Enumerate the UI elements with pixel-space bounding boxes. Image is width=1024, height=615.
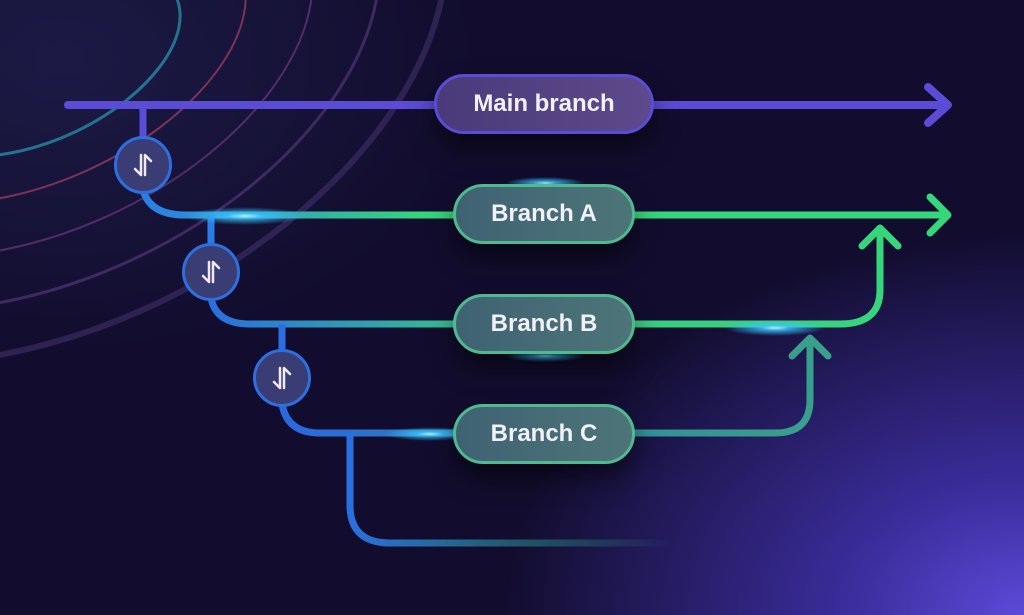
branch-b-line xyxy=(207,224,902,328)
branch-c-label: Branch C xyxy=(490,420,598,447)
branch-b-label: Branch B xyxy=(490,310,598,337)
branch-c-pill: Branch C xyxy=(453,404,635,464)
merge-arrows-icon xyxy=(114,136,172,194)
sub-branch-line xyxy=(346,433,670,547)
main-branch-label: Main branch xyxy=(473,90,615,117)
main-branch-pill: Main branch xyxy=(434,74,654,134)
background-swirl xyxy=(0,0,450,368)
branch-a-label: Branch A xyxy=(491,200,597,227)
branch-a-pill: Branch A xyxy=(453,184,635,244)
merge-arrows-icon xyxy=(182,243,240,301)
branch-c-line xyxy=(278,334,832,437)
branch-a-line xyxy=(139,186,952,237)
merge-arrows-icon xyxy=(253,349,311,407)
branch-b-pill: Branch B xyxy=(453,294,635,354)
